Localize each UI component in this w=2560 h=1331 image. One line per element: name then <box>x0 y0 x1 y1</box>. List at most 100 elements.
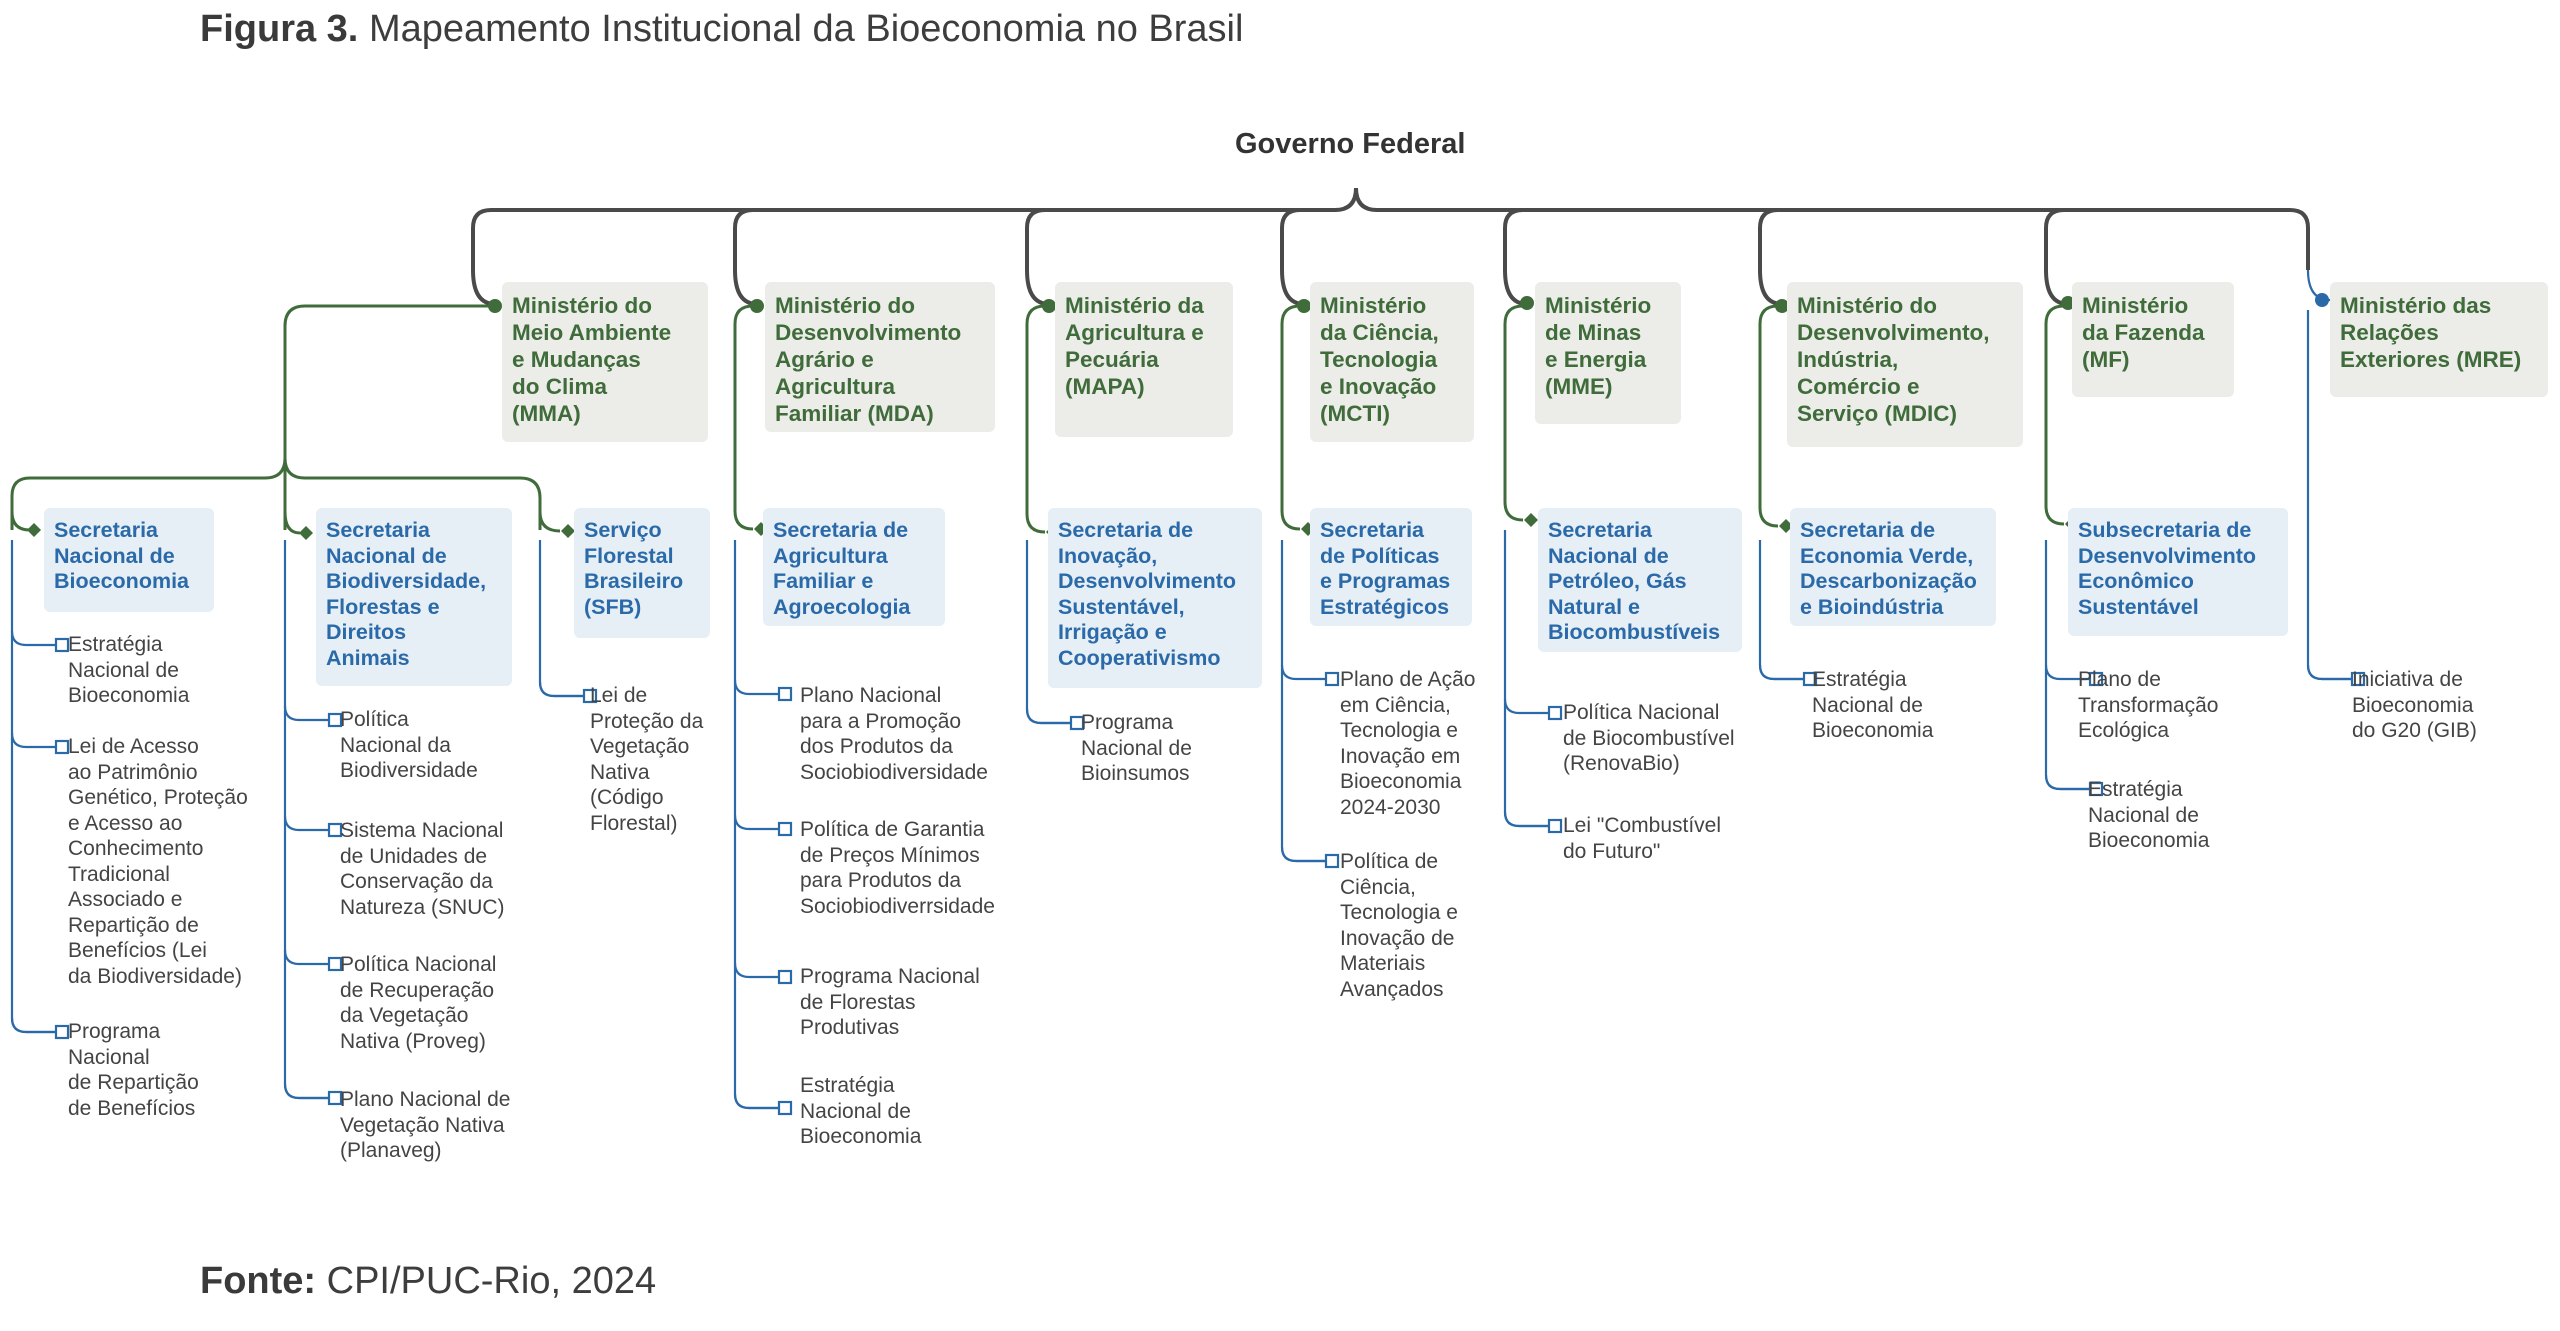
secretariat-agricultura-familiar: Secretaria de Agricultura Familiar e Agr… <box>763 508 945 626</box>
secretariat-politicas-estrategicas: Secretaria de Políticas e Programas Estr… <box>1310 508 1472 626</box>
ministry-mdic: Ministério do Desenvolvimento, Indústria… <box>1787 282 2023 447</box>
leaf-item: Política Nacional de Recuperação da Vege… <box>340 953 497 1053</box>
leaf-item: Programa Nacional de Bioinsumos <box>1081 711 1192 785</box>
leaf-branch <box>1025 708 1071 725</box>
leaf-square <box>1802 671 1818 687</box>
leaf-branch <box>283 815 329 832</box>
leaf-square <box>1324 853 1340 869</box>
ministry-trunk <box>733 304 757 531</box>
sec-entry <box>10 511 31 532</box>
ministry-mda: Ministério do Desenvolvimento Agrário e … <box>765 282 995 432</box>
leaf-branch <box>1280 664 1326 681</box>
leaf-item: Plano Nacional para a Promoção dos Produ… <box>800 684 988 784</box>
ministry-mma: Ministério do Meio Ambiente e Mudanças d… <box>502 282 708 442</box>
sec-entry <box>538 511 561 533</box>
subsecretariat-desenvolvimento-economico: Subsecretaria de Desenvolvimento Econômi… <box>2068 508 2288 636</box>
figure-title-text: Mapeamento Institucional da Bioeconomia … <box>368 8 1244 50</box>
leaf-branch <box>733 962 779 979</box>
leaf-item: Iniciativa de Bioeconomia do G20 (GIB) <box>2352 668 2477 742</box>
leaf-square <box>327 822 343 838</box>
leaf-square <box>2088 781 2104 797</box>
leaf-item: Lei de Acesso ao Patrimônio Genético, Pr… <box>68 735 248 988</box>
bracket-branch <box>1025 208 1046 270</box>
leaf-branch <box>2044 664 2090 681</box>
leaf-branch <box>733 1093 779 1110</box>
ministry-entry <box>1025 269 1050 306</box>
secretariat-biodiversidade: Secretaria Nacional de Biodiversidade, F… <box>316 508 512 686</box>
leaf-item: Plano de Transformação Ecológica <box>2078 668 2219 742</box>
secretariat-diamond <box>27 523 41 537</box>
top-bracket <box>471 187 2310 270</box>
leaf-item: Programa Nacional de Florestas Produtiva… <box>800 965 980 1039</box>
ministry-entry <box>471 269 496 306</box>
sec-entry <box>283 511 301 535</box>
ministry-trunk <box>2044 304 2068 526</box>
bracket-branch <box>733 208 754 270</box>
leaf-square <box>327 1090 343 1106</box>
secretariat-inovacao: Secretaria de Inovação, Desenvolvimento … <box>1048 508 1262 688</box>
ministry-mcti: Ministério da Ciência, Tecnologia e Inov… <box>1310 282 1474 442</box>
bracket-branch <box>1758 208 1779 270</box>
leaf-branch <box>538 681 584 698</box>
bracket-branch <box>1503 208 1524 270</box>
leaf-branch <box>1503 698 1549 715</box>
source-text: CPI/PUC-Rio, 2024 <box>326 1260 657 1302</box>
bracket-branch <box>2044 208 2065 270</box>
leaf-branch <box>10 732 56 749</box>
leaf-square <box>54 637 70 653</box>
leaf-square <box>582 688 598 704</box>
secretariat-bioeconomia: Secretaria Nacional de Bioeconomia <box>44 508 214 612</box>
ministry-mapa: Ministério da Agricultura e Pecuária (MA… <box>1055 282 1233 437</box>
ministry-entry <box>1758 269 1783 306</box>
leaf-square <box>777 821 793 837</box>
leaf-square <box>327 712 343 728</box>
leaf-item: Estratégia Nacional de Bioeconomia <box>1812 668 1934 742</box>
bracket-branch <box>1280 208 1301 270</box>
leaf-branch <box>733 814 779 831</box>
leaf-branch <box>10 1017 56 1034</box>
leaf-item: Lei de Proteção da Vegetação Nativa (Cód… <box>590 684 704 835</box>
leaf-item: Plano de Ação em Ciência, Tecnologia e I… <box>1340 668 1476 819</box>
mma-branch <box>283 457 542 530</box>
leaf-branch <box>1758 664 1804 681</box>
leaf-item: Estratégia Nacional de Bioeconomia <box>68 633 190 707</box>
ministry-entry <box>733 269 758 306</box>
leaf-item: Estratégia Nacional de Bioeconomia <box>2088 778 2210 852</box>
ministry-trunk <box>1758 304 1782 528</box>
ministry-mf: Ministério da Fazenda (MF) <box>2072 282 2234 397</box>
ministry-trunk <box>1280 304 1304 531</box>
leaf-square <box>2088 671 2104 687</box>
leaf-square <box>327 956 343 972</box>
leaf-trunk <box>10 540 56 1034</box>
secretariat-economia-verde: Secretaria de Economia Verde, Descarboni… <box>1790 508 1996 626</box>
leaf-item: Sistema Nacional de Unidades de Conserva… <box>340 819 505 919</box>
leaf-square <box>777 969 793 985</box>
secretariat-diamond <box>1524 513 1538 527</box>
secretariat-diamond <box>1779 519 1793 533</box>
leaf-square <box>1547 705 1563 721</box>
leaf-branch <box>283 705 329 722</box>
ministry-trunk <box>1025 304 1049 534</box>
leaf-branch <box>2306 664 2352 681</box>
ministry-mme: Ministério de Minas e Energia (MME) <box>1535 282 1681 424</box>
leaf-square <box>777 1100 793 1116</box>
ministry-mre: Ministério das Relações Exteriores (MRE) <box>2330 282 2548 397</box>
source-note: Fonte: CPI/PUC-Rio, 2024 <box>200 1260 656 1303</box>
leaf-square <box>54 739 70 755</box>
leaf-item: Lei "Combustível do Futuro" <box>1563 814 1722 863</box>
secretariat-diamond <box>561 524 575 538</box>
servico-florestal-brasileiro: Serviço Florestal Brasileiro (SFB) <box>574 508 710 638</box>
mma-trunk <box>10 304 495 530</box>
leaf-item: Política Nacional da Biodiversidade <box>340 708 478 782</box>
leaf-square <box>54 1024 70 1040</box>
leaf-square <box>777 686 793 702</box>
leaf-square <box>2350 671 2366 687</box>
leaf-branch <box>1503 811 1549 828</box>
figure-label: Figura 3. <box>200 8 359 50</box>
ministry-dot <box>1520 296 1534 310</box>
leaf-item: Plano Nacional de Vegetação Nativa (Plan… <box>340 1088 511 1162</box>
ministry-trunk <box>1503 304 1527 522</box>
leaf-square <box>1547 818 1563 834</box>
